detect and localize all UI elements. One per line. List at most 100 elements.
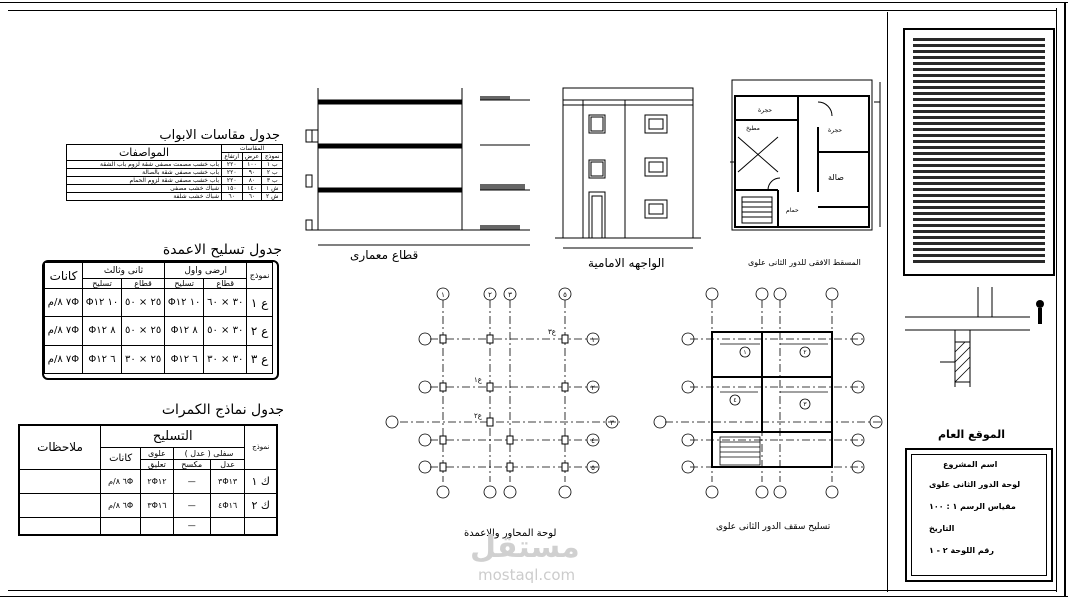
table-row: — — [18, 516, 278, 536]
plan-room-label: مطبخ — [746, 125, 760, 132]
cell: ٦ Φ١٢ — [164, 344, 205, 375]
cell: ٧Φ ٨/م — [44, 287, 83, 318]
cell: ك ٢ — [244, 492, 278, 518]
cell: ش ٢ — [261, 192, 283, 201]
frame-bottom — [0, 596, 1068, 597]
cell: ٢٢٠ — [221, 160, 243, 169]
cell: شباك خشب شلفة — [66, 192, 222, 201]
col-header-model: نموذج — [246, 262, 273, 289]
cell — [99, 516, 142, 536]
col-header-rebar-2: تسليح — [81, 278, 123, 289]
cell: ٦٠ — [241, 192, 263, 201]
axis-label: ١ — [591, 336, 595, 344]
cell: ٨ Φ١٢ — [164, 316, 205, 346]
beams-table-title: جدول نماذج الكمرات — [161, 402, 284, 418]
beam-header-notes: ملاحظات — [18, 424, 101, 470]
beam-header-stirrups: كانات — [99, 446, 142, 470]
axis-label: ٣ — [610, 419, 614, 427]
frame-sep-line — [887, 12, 888, 592]
front-facade-drawing — [555, 87, 701, 249]
axis-label: ٤ — [591, 437, 595, 445]
beam-header-straight: عدل — [209, 458, 246, 470]
cell: ٢٢٠ — [221, 176, 243, 185]
columns-table-box — [42, 260, 279, 380]
beam-header-model: نموذج — [244, 424, 278, 470]
axis-label: ٣ — [508, 291, 512, 299]
axis-label: ٢ — [591, 384, 595, 392]
plan-room-label: حجرة — [758, 107, 772, 114]
beam-header-top: علوى — [140, 446, 174, 460]
notes-box — [903, 28, 1055, 276]
cell: ٢٥ × ٥٠ — [121, 316, 166, 346]
plan-room-label: صالة — [828, 173, 844, 182]
cell: ع ١ — [246, 287, 273, 318]
title-line: مقياس الرسم ١ : ١٠٠ — [929, 502, 1016, 511]
slab-title: تسليح سقف الدور الثانى علوى — [716, 522, 831, 532]
frame-inner-bottom — [8, 590, 1056, 591]
beam-header-bottom: سفلى ( عدل ) — [172, 446, 246, 460]
cell: ع ٢ — [246, 316, 273, 346]
cell: ٣٠ × ٣٠ — [203, 344, 248, 375]
cell: باب خشب مصفى شقة بالصالة — [66, 168, 222, 177]
watermark-url: mostaql.com — [478, 566, 576, 584]
column-tag: ع٢ — [474, 412, 483, 420]
axis-label: ٥ — [591, 464, 595, 472]
doors-header-model: نموذج — [261, 152, 283, 161]
cell: ١٥٠ — [221, 184, 243, 193]
cell: ب ٣ — [261, 176, 283, 185]
cell: ٩٠ — [241, 168, 263, 177]
cell: ش ١ — [261, 184, 283, 193]
cell: ١٤٠ — [241, 184, 263, 193]
cell: ب ١ — [261, 160, 283, 169]
notes-text-block — [913, 38, 1045, 266]
doors-header-height: ارتفاع — [221, 152, 243, 161]
col-header-section: قطاع — [203, 278, 248, 289]
cell: ٢٢٠ — [221, 168, 243, 177]
beams-table-grid: نموذج التسليح ملاحظات سفلى ( عدل ) علوى … — [18, 424, 278, 536]
cell: ١٠ Φ١٢ — [164, 287, 205, 318]
cell: ٢٥ × ٥٠ — [121, 287, 166, 318]
axes-columns-drawing: ١ ٢ ٣ ٥ ١ ٢ ٣ ٤ ٥ ع١ ع٢ ع٣ — [385, 287, 620, 499]
col-header-rebar: تسليح — [164, 278, 205, 289]
cell: ٣Φ١٣ — [209, 468, 246, 494]
section-title: قطاع معمارى — [350, 248, 419, 262]
cell: ع ٣ — [246, 344, 273, 375]
beam-header-bent: مكسح — [172, 458, 211, 470]
watermark-logo: مستقل — [470, 530, 580, 565]
cell: — — [172, 492, 211, 518]
foundation-detail-drawing — [905, 287, 1044, 387]
title-line: لوحة الدور الثانى علوى — [929, 480, 1021, 489]
slab-tag: ٤ — [733, 397, 736, 404]
cell: ك ١ — [244, 468, 278, 494]
cell: — — [172, 516, 211, 536]
cell: ٨٠ — [241, 176, 263, 185]
cell: ٨ Φ١٢ — [81, 316, 123, 346]
cell: ٢٥ × ٣٠ — [121, 344, 166, 375]
frame-right-outer — [1064, 2, 1066, 597]
title-line: التاريخ — [929, 524, 955, 533]
slab-reinforcement-drawing: ١ ٢ ٣ ٤ — [653, 287, 883, 499]
cell: باب خشب مصمت مصفى شقة لزوم باب الشقة — [66, 160, 222, 169]
cell: ١٠ Φ١٢ — [81, 287, 123, 318]
cell: ٦٠ — [221, 192, 243, 201]
cell: ٦ Φ١٢ — [81, 344, 123, 375]
cell: ٣Φ١٦ — [140, 492, 174, 518]
col-header-section-2: قطاع — [121, 278, 166, 289]
cell: ٦Φ ٨/م — [99, 492, 142, 518]
doors-header-spec-label: المواصفات — [118, 146, 170, 159]
col-header-g2: ثانى وثالث — [81, 262, 166, 279]
axis-label: ٢ — [488, 291, 492, 299]
title-block-inner — [911, 454, 1047, 576]
cell: ب ٢ — [261, 168, 283, 177]
columns-table-title: جدول تسليح الاعمدة — [162, 242, 282, 258]
cell — [140, 516, 174, 536]
cell — [244, 516, 278, 536]
